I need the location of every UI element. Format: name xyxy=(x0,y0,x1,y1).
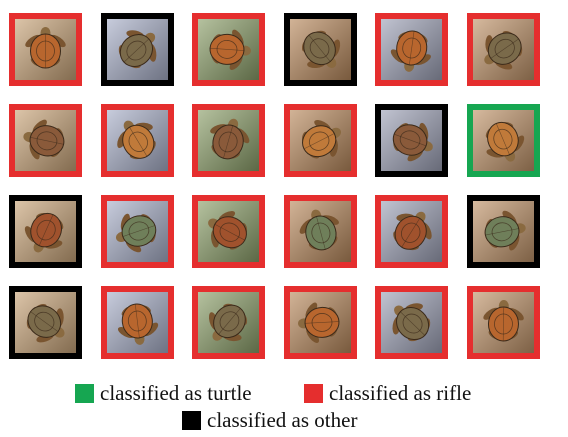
turtle-photo xyxy=(106,201,168,262)
turtle-photo-tile xyxy=(375,104,448,177)
turtle-photo-tile xyxy=(9,104,82,177)
turtle-photo xyxy=(472,201,534,262)
legend-item-rifle: classified as rifle xyxy=(304,381,471,406)
turtle-photo-tile xyxy=(283,104,357,177)
turtle-photo-tile xyxy=(9,195,82,268)
turtle-photo xyxy=(289,110,351,171)
turtle-photo-tile xyxy=(192,13,265,86)
other-swatch xyxy=(182,411,201,430)
turtle-photo-tile xyxy=(100,286,174,359)
turtle-photo xyxy=(15,110,76,171)
rifle-swatch xyxy=(304,384,323,403)
turtle-photo-tile xyxy=(100,195,174,268)
turtle-photo-tile xyxy=(375,286,448,359)
turtle-photo xyxy=(381,110,442,171)
turtle-swatch xyxy=(75,384,94,403)
turtle-photo xyxy=(106,19,168,80)
turtle-photo-tile xyxy=(466,195,540,268)
turtle-photo-tile xyxy=(9,13,82,86)
turtle-photo-tile xyxy=(100,104,174,177)
turtle-photo xyxy=(289,201,351,262)
turtle-photo-tile xyxy=(466,104,540,177)
turtle-photo xyxy=(198,19,259,80)
turtle-photo-tile xyxy=(192,195,265,268)
turtle-photo xyxy=(381,19,442,80)
turtle-photo-tile xyxy=(466,13,540,86)
turtle-photo xyxy=(15,292,76,353)
turtle-photo-tile xyxy=(192,286,265,359)
turtle-photo xyxy=(198,110,259,171)
turtle-photo xyxy=(472,110,534,171)
turtle-photo-tile xyxy=(375,13,448,86)
turtle-photo-tile xyxy=(283,13,357,86)
turtle-photo xyxy=(198,201,259,262)
legend: classified as turtle classified as rifle… xyxy=(0,378,568,437)
turtle-photo xyxy=(15,201,76,262)
turtle-photo xyxy=(106,292,168,353)
turtle-photo-tile xyxy=(192,104,265,177)
turtle-photo-tile xyxy=(375,195,448,268)
turtle-photo xyxy=(198,292,259,353)
turtle-photo-tile xyxy=(466,286,540,359)
turtle-photo xyxy=(289,292,351,353)
turtle-photo xyxy=(381,292,442,353)
turtle-photo-tile xyxy=(283,195,357,268)
turtle-photo xyxy=(106,110,168,171)
turtle-photo-tile xyxy=(9,286,82,359)
legend-item-other: classified as other xyxy=(182,408,357,433)
legend-label-rifle: classified as rifle xyxy=(329,381,472,405)
turtle-photo xyxy=(381,201,442,262)
turtle-photo xyxy=(289,19,351,80)
turtle-photo-tile xyxy=(283,286,357,359)
turtle-photo xyxy=(15,19,76,80)
image-grid xyxy=(9,13,549,359)
turtle-photo xyxy=(472,292,534,353)
turtle-photo xyxy=(472,19,534,80)
legend-label-other: classified as other xyxy=(207,408,358,432)
legend-label-turtle: classified as turtle xyxy=(100,381,252,405)
legend-item-turtle: classified as turtle xyxy=(75,381,252,406)
turtle-photo-tile xyxy=(100,13,174,86)
